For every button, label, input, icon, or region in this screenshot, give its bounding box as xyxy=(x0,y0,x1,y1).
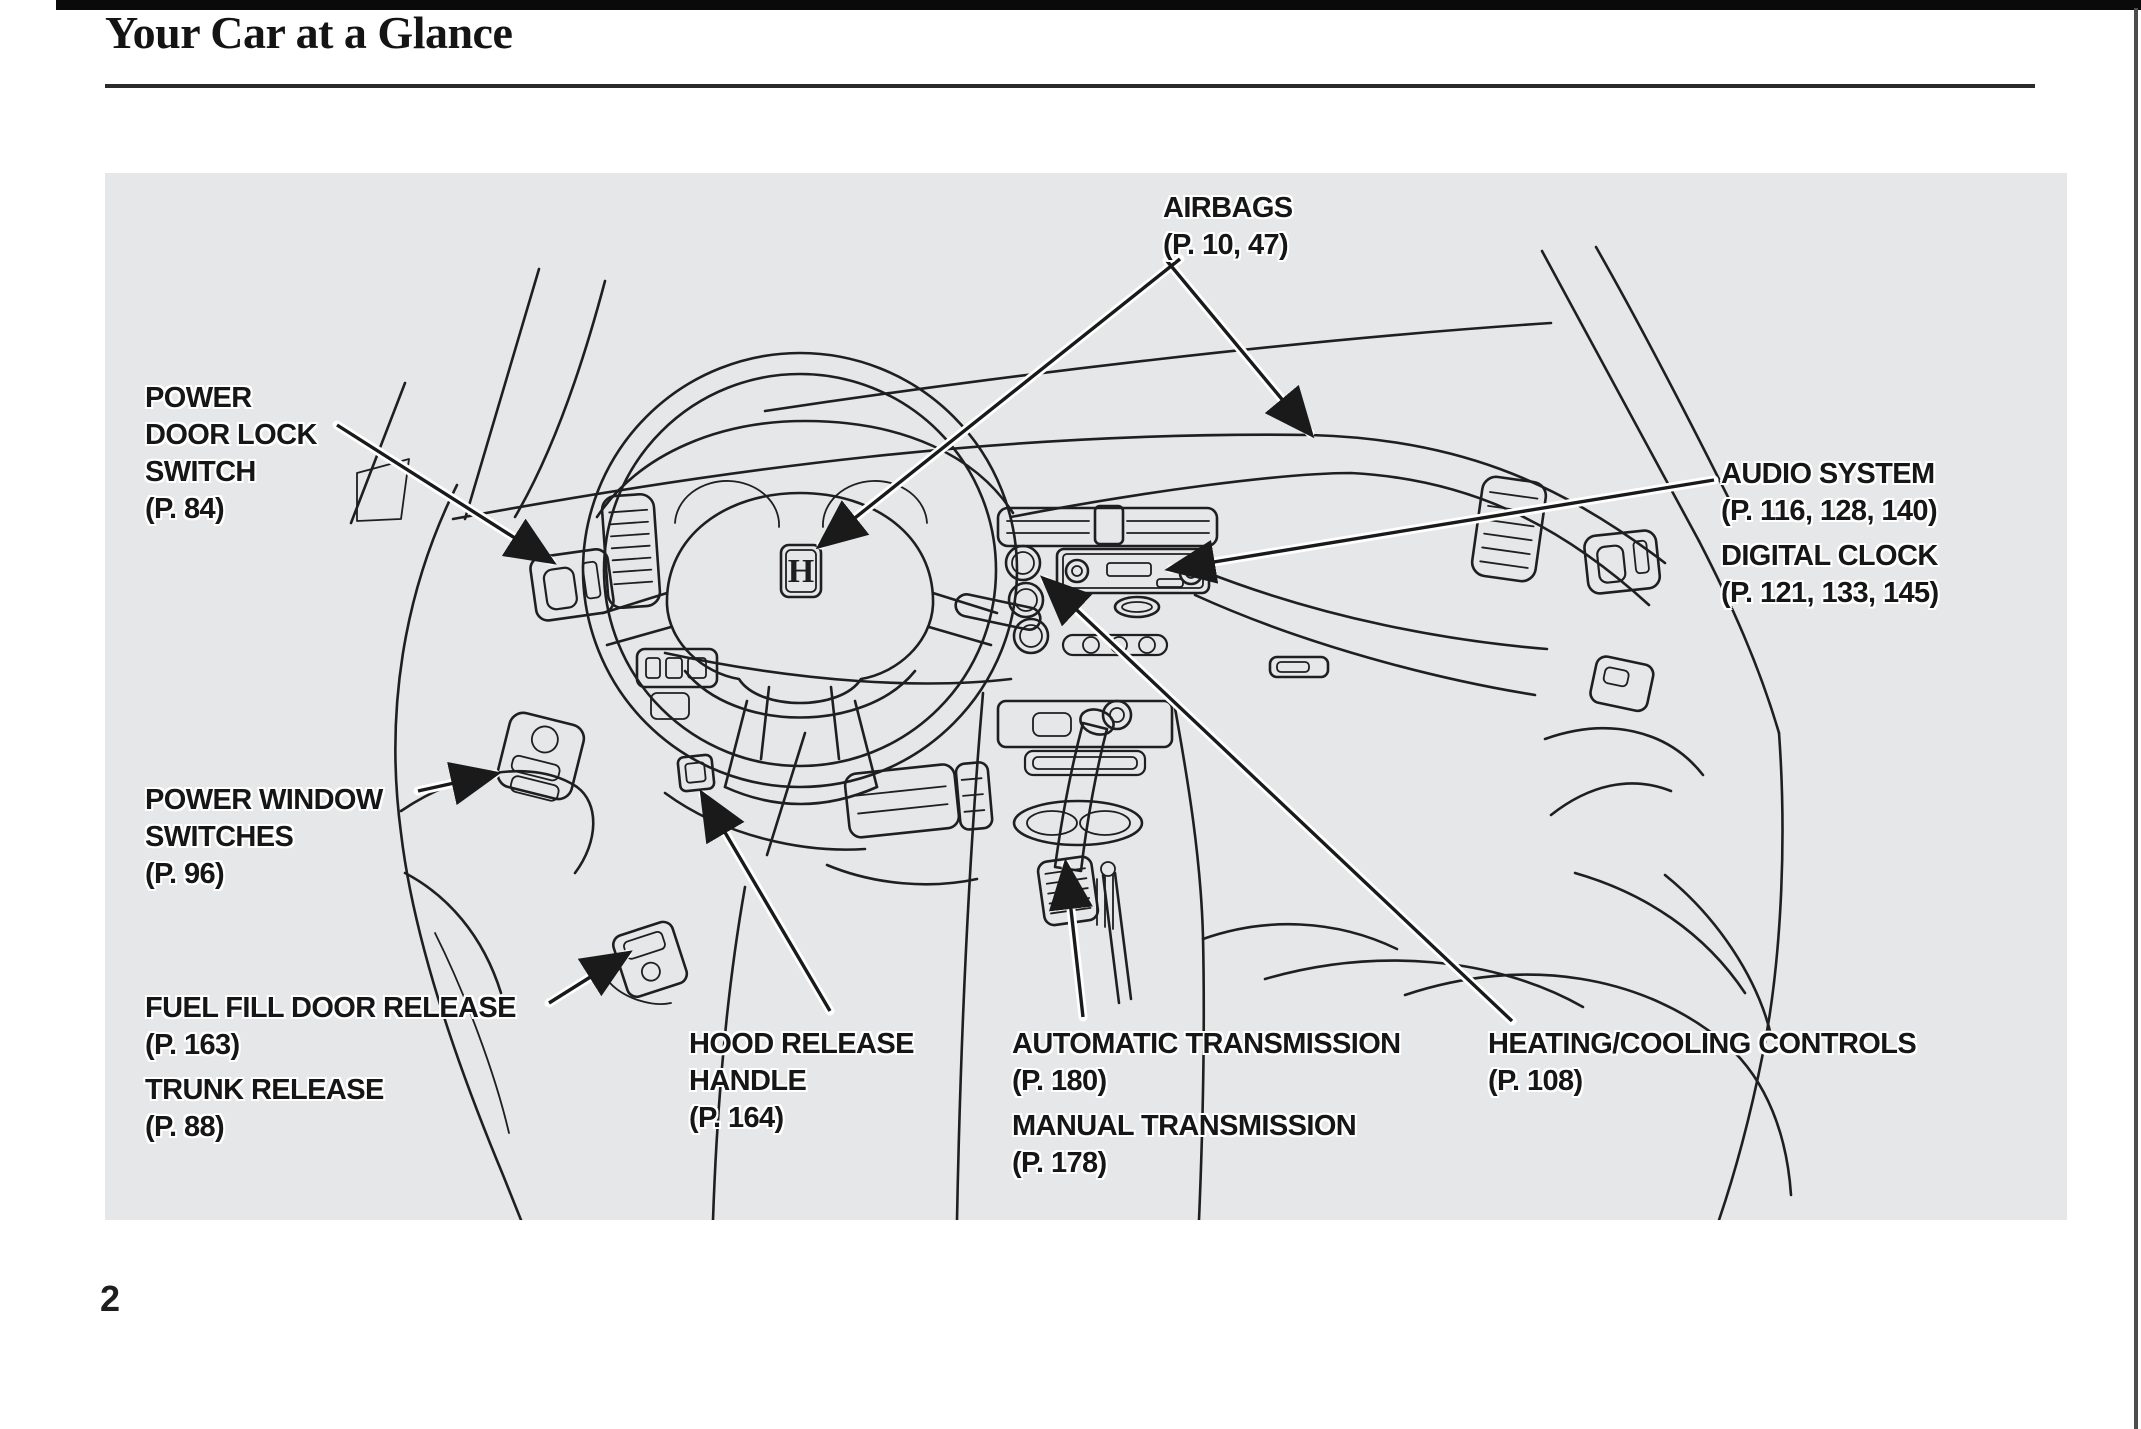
callout-trunk-release-label: TRUNK RELEASE (P. 88) xyxy=(145,1074,384,1143)
honda-logo-icon: H xyxy=(779,543,823,599)
instrument-cluster-hood xyxy=(595,419,1015,519)
driver-door-handle-drawing xyxy=(529,547,615,622)
auto-trans-line xyxy=(1048,858,1093,1018)
heating-line xyxy=(1040,575,1514,1023)
shift-lever xyxy=(1053,708,1115,873)
dashboard-art: H xyxy=(349,245,1793,1220)
dashboard-diagram: H xyxy=(105,173,2067,1220)
callout-heating-cooling-controls-label: HEATING/COOLING CONTROLS (P. 108) xyxy=(1488,1028,1917,1097)
callout-hood-release-handle-label: HOOD RELEASE HANDLE (P. 164) xyxy=(689,1028,914,1134)
callout-lines xyxy=(332,254,1719,1026)
door-lock-line xyxy=(336,423,557,565)
callout-fuel-fill-door-release-label: FUEL FILL DOOR RELEASE (P. 163) xyxy=(145,992,516,1061)
dashboard-illustration: H xyxy=(332,245,1793,1220)
passenger-side-vent xyxy=(1470,475,1548,583)
power-window-line xyxy=(417,761,502,806)
airbag-dash-line xyxy=(1165,259,1315,439)
callout-power-window-switches-label: POWER WINDOW SWITCHES (P. 96) xyxy=(145,784,383,890)
callout-manual-transmission-label: MANUAL TRANSMISSION (P. 178) xyxy=(1012,1110,1357,1179)
center-vents xyxy=(996,504,1219,548)
callout-automatic-transmission-label: AUTOMATIC TRANSMISSION (P. 180) xyxy=(1012,1028,1401,1097)
svg-text:H: H xyxy=(788,553,814,590)
callout-digital-clock-label: DIGITAL CLOCK (P. 121, 133, 145) xyxy=(1721,540,1939,609)
callout-audio-system-label: AUDIO SYSTEM (P. 116, 128, 140) xyxy=(1721,458,1938,527)
passenger-door-handle-drawing xyxy=(1583,529,1662,595)
page-number: 2 xyxy=(100,1278,121,1319)
parking-brake xyxy=(1100,861,1133,1005)
page-title: Your Car at a Glance xyxy=(105,7,513,58)
hood-release-handle-drawing xyxy=(676,753,716,793)
audio-line xyxy=(1164,478,1715,584)
scan-edge-top xyxy=(56,0,2141,10)
passenger-window-switch-drawing xyxy=(1589,655,1655,713)
scan-edge-right xyxy=(2134,8,2138,1429)
title-rule xyxy=(105,84,2035,88)
brake-pedal xyxy=(843,763,961,839)
callout-airbags-label: AIRBAGS (P. 10, 47) xyxy=(1163,192,1293,261)
callout-power-door-lock-switch-label: POWER DOOR LOCK SWITCH (P. 84) xyxy=(145,382,317,525)
glove-box-handle xyxy=(1268,655,1330,679)
driver-side-vent xyxy=(600,492,662,610)
airbag-wheel-line xyxy=(815,257,1182,550)
accelerator-pedal xyxy=(954,761,994,831)
hood-release-line xyxy=(699,789,832,1012)
heating-cooling-knobs xyxy=(1004,544,1050,655)
fuel-release-line xyxy=(548,950,633,1005)
power-window-switches-drawing xyxy=(496,711,586,802)
